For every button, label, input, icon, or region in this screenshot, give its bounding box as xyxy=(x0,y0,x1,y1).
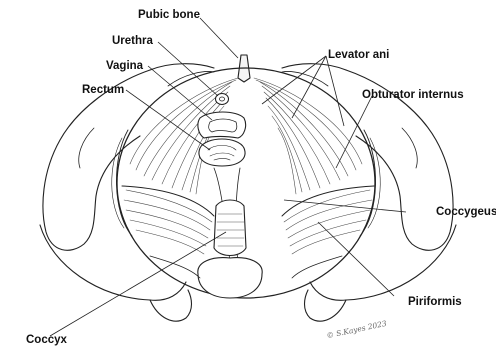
label-levator-ani: Levator ani xyxy=(328,50,389,62)
label-rectum: Rectum xyxy=(82,85,124,97)
vagina xyxy=(198,112,246,138)
label-piriformis: Piriformis xyxy=(408,297,462,309)
rectum xyxy=(199,139,245,166)
label-urethra: Urethra xyxy=(112,36,153,48)
right-ischium xyxy=(310,225,456,300)
leader-pubic-bone xyxy=(200,18,238,58)
label-obturator-internus: Obturator internus xyxy=(362,90,464,102)
leader-coccygeus xyxy=(284,200,406,212)
leader-levator-ani-1 xyxy=(262,56,326,104)
label-vagina: Vagina xyxy=(106,61,143,73)
label-coccyx: Coccyx xyxy=(26,335,67,347)
sacrum-base xyxy=(198,258,262,298)
label-coccygeus: Coccygeus xyxy=(436,207,496,219)
leader-coccyx xyxy=(50,232,226,336)
levator-coccygeus-border-left xyxy=(122,186,214,216)
leader-urethra xyxy=(158,42,218,96)
left-iliac-inner xyxy=(79,128,94,168)
coccyx xyxy=(214,200,246,256)
leader-levator-ani-2 xyxy=(292,56,326,118)
label-pubic-bone: Pubic bone xyxy=(138,10,200,22)
right-iliac-inner xyxy=(402,128,417,168)
left-ischial-tuberosity xyxy=(150,290,192,321)
leader-piriformis xyxy=(318,222,394,296)
right-ischial-tuberosity xyxy=(305,290,347,321)
left-ischium xyxy=(40,225,186,300)
left-iliac-wing xyxy=(43,70,150,250)
